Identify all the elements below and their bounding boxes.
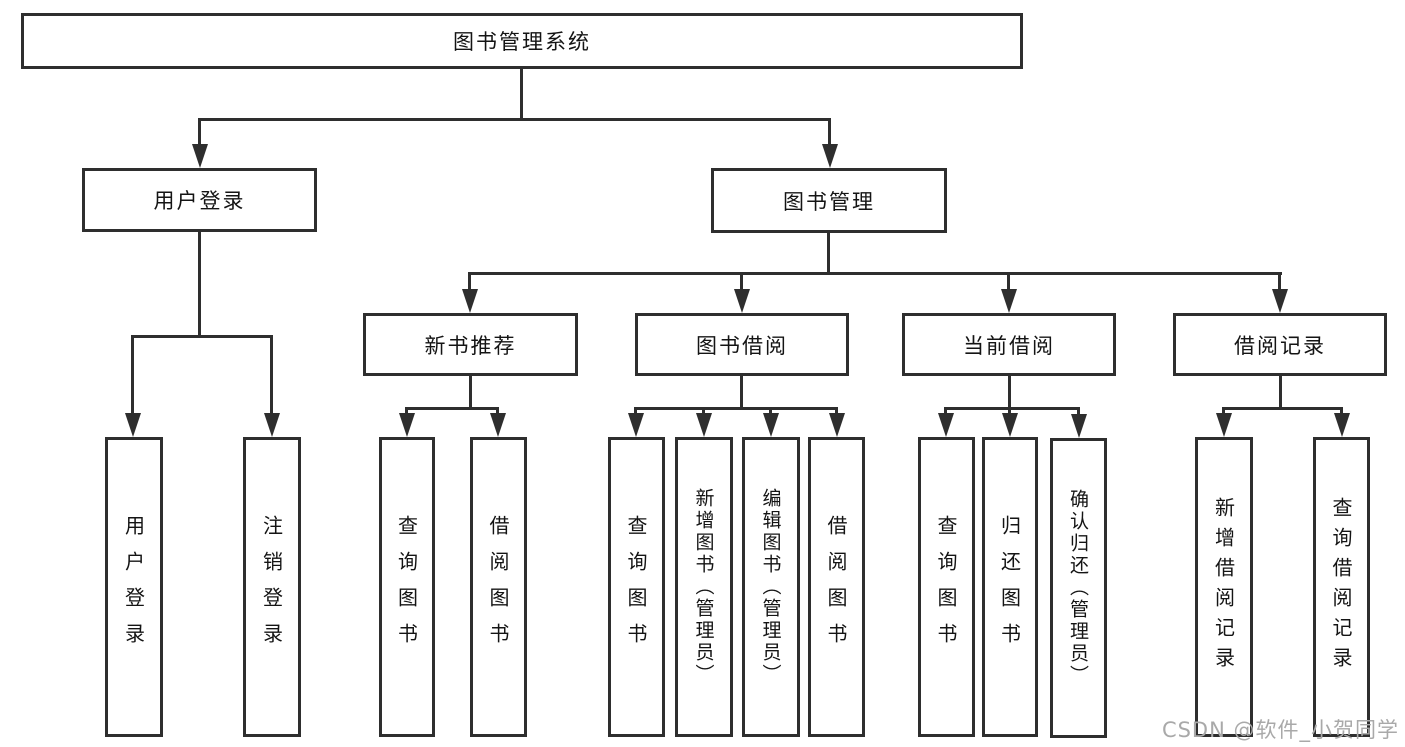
node-new-book-recommend: 新书推荐 xyxy=(363,313,578,376)
node-book-borrow-label: 图书借阅 xyxy=(696,333,788,358)
arrow-down-icon xyxy=(405,407,408,413)
leaf-query-books-1: 查询图书 xyxy=(379,437,435,737)
arrow-down-icon xyxy=(944,407,947,413)
csdn-watermark: CSDN @软件_小贺同学 xyxy=(1161,718,1399,742)
arrow-down-icon xyxy=(828,118,831,144)
arrow-down-icon xyxy=(1222,407,1225,413)
connector-login-horizontal xyxy=(131,335,273,338)
arrow-down-icon xyxy=(198,118,201,144)
node-new-book-recommend-label: 新书推荐 xyxy=(424,333,517,358)
leaf-logout: 注销登录 xyxy=(243,437,301,737)
connector-records-horizontal xyxy=(1222,407,1342,410)
leaf-user-login: 用户登录 xyxy=(105,437,163,737)
node-current-borrow-label: 当前借阅 xyxy=(963,333,1055,358)
leaf-query-borrow-record: 查询借阅记录 xyxy=(1313,437,1370,737)
node-book-borrow: 图书借阅 xyxy=(635,313,849,376)
arrow-down-icon xyxy=(835,407,838,413)
arrow-down-icon xyxy=(702,407,705,413)
arrow-down-icon xyxy=(634,407,637,413)
arrow-down-icon xyxy=(1007,272,1010,289)
connector-recommend-horizontal xyxy=(405,407,499,410)
connector-borrow-horizontal xyxy=(634,407,837,410)
node-user-login-label: 用户登录 xyxy=(153,189,246,213)
leaf-return-books: 归还图书 xyxy=(982,437,1038,737)
connector-mgmt-horizontal xyxy=(468,272,1282,275)
connector-root-horizontal xyxy=(198,118,831,121)
connector-root-vertical xyxy=(520,69,523,121)
arrow-down-icon xyxy=(131,335,134,413)
leaf-add-borrow-record: 新增借阅记录 xyxy=(1195,437,1253,737)
arrow-down-icon xyxy=(270,335,273,413)
connector-mgmt-vertical xyxy=(827,233,830,275)
node-root-label: 图书管理系统 xyxy=(453,30,591,54)
arrow-down-icon xyxy=(1278,272,1281,289)
node-book-management-label: 图书管理 xyxy=(783,189,875,214)
node-current-borrow: 当前借阅 xyxy=(902,313,1116,376)
leaf-query-books-2: 查询图书 xyxy=(608,437,665,737)
node-user-login: 用户登录 xyxy=(82,168,317,232)
arrow-down-icon xyxy=(740,272,743,289)
arrow-down-icon xyxy=(1077,407,1080,414)
arrow-down-icon xyxy=(468,272,471,289)
leaf-query-books-3: 查询图书 xyxy=(918,437,975,737)
leaf-borrow-books-2: 借阅图书 xyxy=(808,437,865,737)
connector-records-vertical xyxy=(1279,376,1282,410)
node-borrow-records: 借阅记录 xyxy=(1173,313,1387,376)
arrow-down-icon xyxy=(496,407,499,413)
leaf-borrow-books-1: 借阅图书 xyxy=(470,437,527,737)
node-root: 图书管理系统 xyxy=(21,13,1023,69)
arrow-down-icon xyxy=(1008,407,1011,413)
node-borrow-records-label: 借阅记录 xyxy=(1234,333,1326,358)
leaf-add-book-admin: 新增图书（管理员） xyxy=(675,437,733,737)
connector-current-vertical xyxy=(1008,376,1011,410)
leaf-confirm-return-admin: 确认归还（管理员） xyxy=(1050,438,1107,738)
connector-current-horizontal xyxy=(944,407,1080,410)
arrow-down-icon xyxy=(769,407,772,413)
connector-login-vertical xyxy=(198,232,201,338)
node-book-management: 图书管理 xyxy=(711,168,947,233)
arrow-down-icon xyxy=(1340,407,1343,413)
connector-recommend-vertical xyxy=(469,376,472,410)
leaf-edit-book-admin: 编辑图书（管理员） xyxy=(742,437,800,737)
connector-borrow-vertical xyxy=(740,376,743,410)
